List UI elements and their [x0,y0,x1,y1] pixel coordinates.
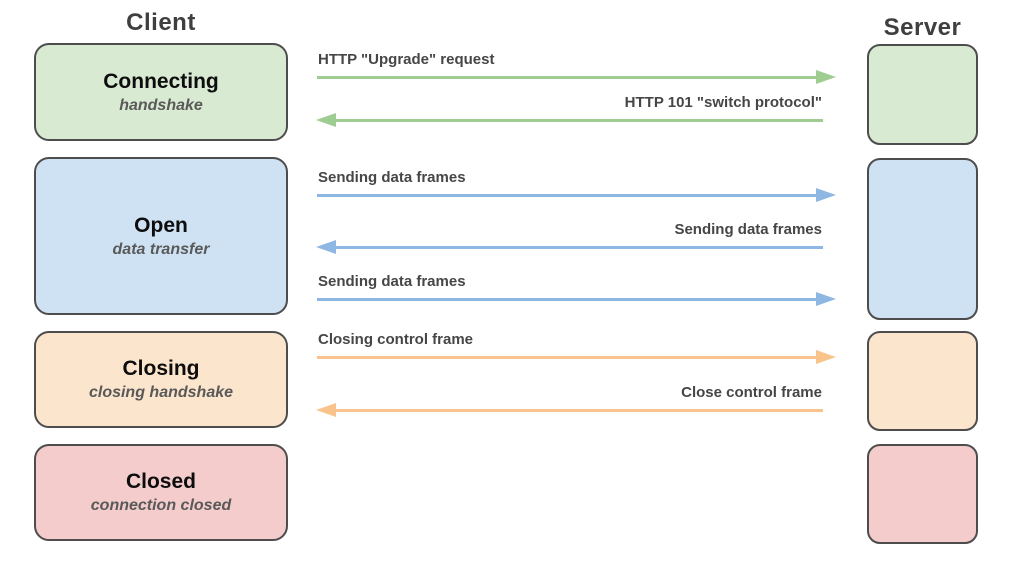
arrowhead-right-icon [816,70,836,84]
server-state-box-closing [867,331,978,431]
arrowhead-right-icon [816,188,836,202]
client-state-box-closing: Closing closing handshake [34,331,288,428]
right-arrow [316,350,836,364]
left-arrow [316,113,836,127]
message-label: Close control frame [681,384,822,401]
message-label: Closing control frame [318,331,474,348]
server-state-box-connecting [867,44,978,145]
state-name: Closed [125,470,196,493]
state-name: Closing [122,357,200,380]
message-label: HTTP "Upgrade" request [318,51,495,68]
state-name: Open [134,213,188,237]
state-description: data transfer [112,240,210,258]
state-name: Connecting [103,69,219,93]
message-label: Sending data frames [318,169,466,186]
message-close-control-frame: Close control frame [316,383,836,417]
arrowhead-left-icon [316,113,336,127]
server-state-box-closed [867,444,978,544]
server-state-box-open [867,158,978,320]
server-column-title: Server [883,14,962,41]
left-arrow [316,240,836,254]
message-sending-data-frames-2: Sending data frames [316,220,836,254]
state-description: connection closed [90,497,232,514]
client-state-box-closed: Closed connection closed [34,444,288,541]
message-sending-data-frames-3: Sending data frames [316,272,836,306]
client-column-title: Client [126,9,196,36]
state-description: handshake [119,96,203,114]
client-state-box-connecting: Connecting handshake [34,43,288,141]
arrowhead-right-icon [816,292,836,306]
arrowhead-left-icon [316,240,336,254]
left-arrow [316,403,836,417]
message-label: Sending data frames [318,273,466,290]
message-http-upgrade-request: HTTP "Upgrade" request [316,50,836,84]
right-arrow [316,70,836,84]
state-description: closing handshake [88,384,234,401]
message-http-101-switch-protocol: HTTP 101 "switch protocol" [316,93,836,127]
client-state-box-open: Open data transfer [34,157,288,315]
message-closing-control-frame: Closing control frame [316,330,836,364]
right-arrow [316,188,836,202]
message-label: HTTP 101 "switch protocol" [624,94,822,111]
arrowhead-right-icon [816,350,836,364]
message-label: Sending data frames [674,221,822,238]
right-arrow [316,292,836,306]
message-sending-data-frames-1: Sending data frames [316,168,836,202]
arrowhead-left-icon [316,403,336,417]
